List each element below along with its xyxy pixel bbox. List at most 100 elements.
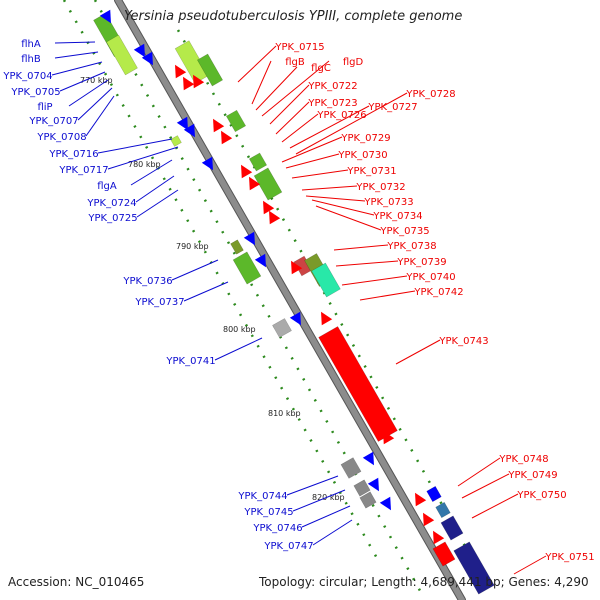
leader-line-ypk-0723: [275, 101, 310, 135]
kbp-label-820-kbp: 820 kbp: [312, 493, 345, 502]
reverse-arrow-7: [263, 200, 275, 215]
kbp-label-770-kbp: 770 kbp: [80, 76, 113, 85]
reverse-arrow-8: [269, 210, 281, 225]
leader-line-ypk-0730: [285, 153, 340, 169]
gene-label-ypk-0725: YPK_0725: [87, 213, 137, 224]
gene-label-ypk-0743: YPK_0743: [438, 336, 488, 347]
gene-label-ypk-0735: YPK_0735: [379, 226, 429, 237]
leader-line-ypk-0704: [51, 61, 103, 76]
leader-line-ypk-0751: [513, 555, 547, 575]
gene-label-ypk-0747: YPK_0747: [263, 541, 313, 552]
gene-label-ypk-0717: YPK_0717: [58, 165, 108, 176]
leader-line-ypk-0715: [237, 45, 277, 83]
reverse-arrow-9: [291, 260, 303, 275]
forward-arrow-8: [289, 311, 301, 326]
leader-line-ypk-0724: [135, 175, 175, 203]
flgb-block: [196, 53, 224, 87]
leader-line-ypk-0705: [59, 71, 106, 92]
gene-label-ypk-0728: YPK_0728: [405, 89, 455, 100]
gene-label-ypk-0749: YPK_0749: [507, 470, 557, 481]
ypk-0745-block: [353, 479, 371, 497]
gene-label-flha: flhA: [21, 39, 41, 50]
leader-line-ypk-0749: [461, 473, 510, 499]
leader-line-ypk-0736: [171, 259, 219, 281]
reverse-arrow-10: [321, 311, 333, 326]
leader-line-ypk-0707: [77, 87, 113, 121]
ypk-0729-block: [248, 152, 268, 172]
leader-line-ypk-0738: [333, 244, 389, 251]
leader-line-ypk-0716: [97, 138, 173, 154]
ypk-0731-block: [253, 167, 283, 201]
ypk-0748-block: [426, 485, 442, 503]
leader-line-ypk-0727: [289, 105, 370, 149]
leader-line-ypk-0722: [269, 84, 310, 125]
forward-arrow-5: [201, 156, 213, 171]
gene-label-flgd: flgD: [343, 57, 364, 68]
ypk-0736-small-block: [230, 239, 244, 255]
gene-label-ypk-0704: YPK_0704: [2, 71, 52, 82]
gene-label-ypk-0708: YPK_0708: [36, 132, 86, 143]
leader-line-ypk-0741: [214, 337, 263, 361]
reverse-arrow-11: [383, 430, 395, 445]
gene-label-ypk-0716: YPK_0716: [48, 149, 98, 160]
forward-arrow-7: [254, 253, 266, 268]
reverse-arrow-3: [213, 118, 225, 133]
gene-label-flhb: flhB: [21, 54, 41, 65]
gene-label-flga: flgA: [97, 181, 117, 192]
gene-label-ypk-0741: YPK_0741: [165, 356, 215, 367]
leader-line-ypk-0729: [281, 136, 343, 163]
leader-line-ypk-0744: [286, 475, 339, 496]
gene-label-flgc: flgC: [311, 63, 331, 74]
flhb-block: [106, 34, 138, 76]
leader-line-flha: [54, 41, 96, 44]
kbp-label-800-kbp: 800 kbp: [223, 325, 256, 334]
leader-line-ypk-0746: [301, 505, 351, 528]
leader-line-ypk-0737: [183, 281, 229, 302]
forward-arrow-6: [243, 231, 255, 246]
reverse-arrow-12: [415, 492, 427, 507]
ypk-0736-block: [232, 251, 262, 285]
leader-line-ypk-0728: [295, 92, 408, 155]
ypk-0726-block: [225, 109, 247, 133]
forward-arrow-10: [367, 477, 379, 492]
gene-label-ypk-0723: YPK_0723: [307, 98, 357, 109]
topology-text: Topology: circular; Length: 4,689,441 bp…: [259, 575, 589, 589]
map-title: Yersinia pseudotuberculosis YPIII, compl…: [124, 9, 463, 24]
ypk-0751-block: [453, 541, 495, 595]
leader-line-flip: [68, 79, 109, 107]
gene-label-ypk-0722: YPK_0722: [307, 81, 357, 92]
leader-line-flgd: [261, 60, 330, 117]
leader-line-ypk-0740: [341, 275, 408, 286]
leader-line-ypk-0731: [291, 169, 349, 179]
genome-backbone: [115, 0, 465, 600]
reverse-arrow-4: [221, 130, 233, 145]
gene-label-ypk-0727: YPK_0727: [367, 102, 417, 113]
gene-label-flgb: flgB: [285, 57, 305, 68]
reverse-arrow-13: [423, 512, 435, 527]
leader-line-ypk-0733: [305, 195, 366, 202]
forward-arrow-4: [183, 123, 195, 138]
ypk-0740-block: [311, 262, 341, 298]
gene-label-ypk-0738: YPK_0738: [386, 241, 436, 252]
forward-arrow-3: [176, 116, 188, 131]
gene-label-ypk-0726: YPK_0726: [316, 110, 366, 121]
forward-arrow-2: [141, 51, 153, 66]
leader-line-ypk-0708: [85, 95, 115, 137]
leader-line-ypk-0732: [301, 185, 358, 191]
gene-label-ypk-0744: YPK_0744: [237, 491, 287, 502]
gene-label-ypk-0734: YPK_0734: [372, 211, 422, 222]
leader-line-ypk-0750: [471, 493, 519, 519]
ypk-0751b-block: [432, 541, 456, 567]
ypk-0746-block: [359, 491, 377, 509]
reverse-arrow-14: [433, 530, 445, 545]
gene-label-ypk-0715: YPK_0715: [274, 42, 324, 53]
reverse-arrow-2: [193, 74, 205, 89]
ypk-0741-block: [272, 318, 292, 338]
gene-label-ypk-0730: YPK_0730: [337, 150, 387, 161]
leader-line-ypk-0739: [335, 260, 399, 267]
leader-line-flgc: [255, 66, 298, 111]
gene-label-ypk-0733: YPK_0733: [363, 197, 413, 208]
leader-line-flga: [130, 159, 173, 186]
reverse-arrow-1: [183, 76, 195, 91]
